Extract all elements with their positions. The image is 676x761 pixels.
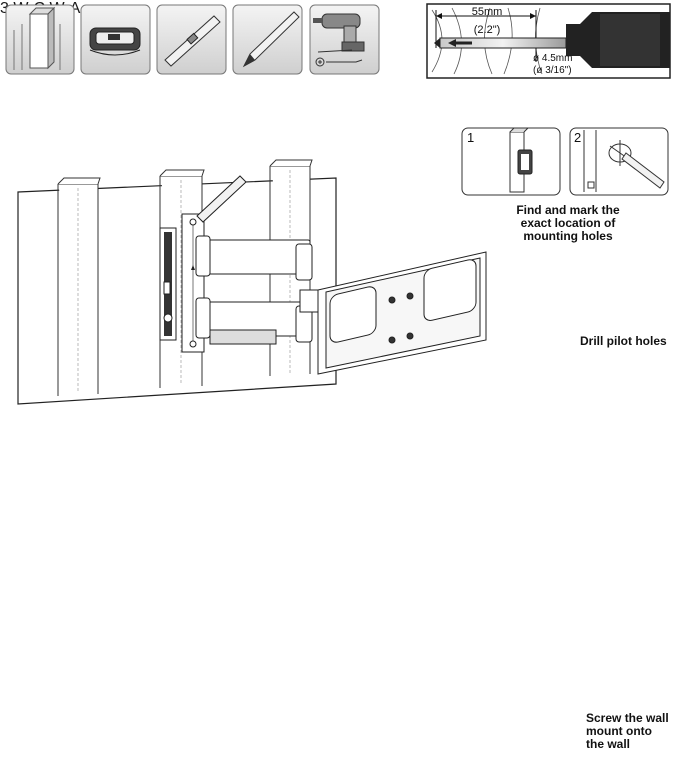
caption-screw-mount: Screw the wall mount onto the wall (586, 712, 669, 751)
caption-screw-line2: mount onto (586, 724, 652, 738)
step-number-1: 1 (467, 130, 474, 145)
drill-depth-metric: 55mm (472, 6, 503, 18)
wall-scene-marking (17, 159, 487, 405)
stud-finder-icon (80, 4, 151, 75)
step-number-2: 2 (574, 130, 581, 145)
step-number-3: 3 (0, 0, 9, 17)
tv-plate (299, 251, 487, 375)
caption-find-mark: Find and mark the exact location of moun… (508, 204, 628, 243)
caption-screw-line1: Screw the wall (586, 711, 669, 725)
caption-screw-line3: the wall (586, 737, 631, 751)
drill-depth-diagram: 55mm (2.2") ø 4.5mm (ø 3/16") (426, 3, 671, 79)
caption-find-mark-line1: Find and mark the (516, 203, 620, 217)
stud-finder-wall-icon (5, 4, 75, 75)
tools-row (5, 4, 380, 75)
level-on-wall (196, 175, 247, 223)
drill-depth-imperial: (2.2") (474, 24, 501, 36)
bit-diameter-metric: ø 4.5mm (533, 53, 572, 64)
articulating-arms (195, 235, 313, 345)
drill-icon (309, 4, 380, 75)
caption-find-mark-line2: exact location of (520, 216, 616, 230)
pencil-icon (232, 4, 303, 75)
caption-find-mark-line3: mounting holes (523, 229, 613, 243)
step-panel-1: 1 (461, 127, 561, 196)
step-panel-3: 3 (0, 0, 13, 17)
step-panel-2: 2 (569, 127, 669, 196)
caption-drill-pilot: Drill pilot holes (580, 334, 667, 348)
level-icon (156, 4, 227, 75)
bit-diameter-imperial: (ø 3/16") (533, 65, 572, 76)
